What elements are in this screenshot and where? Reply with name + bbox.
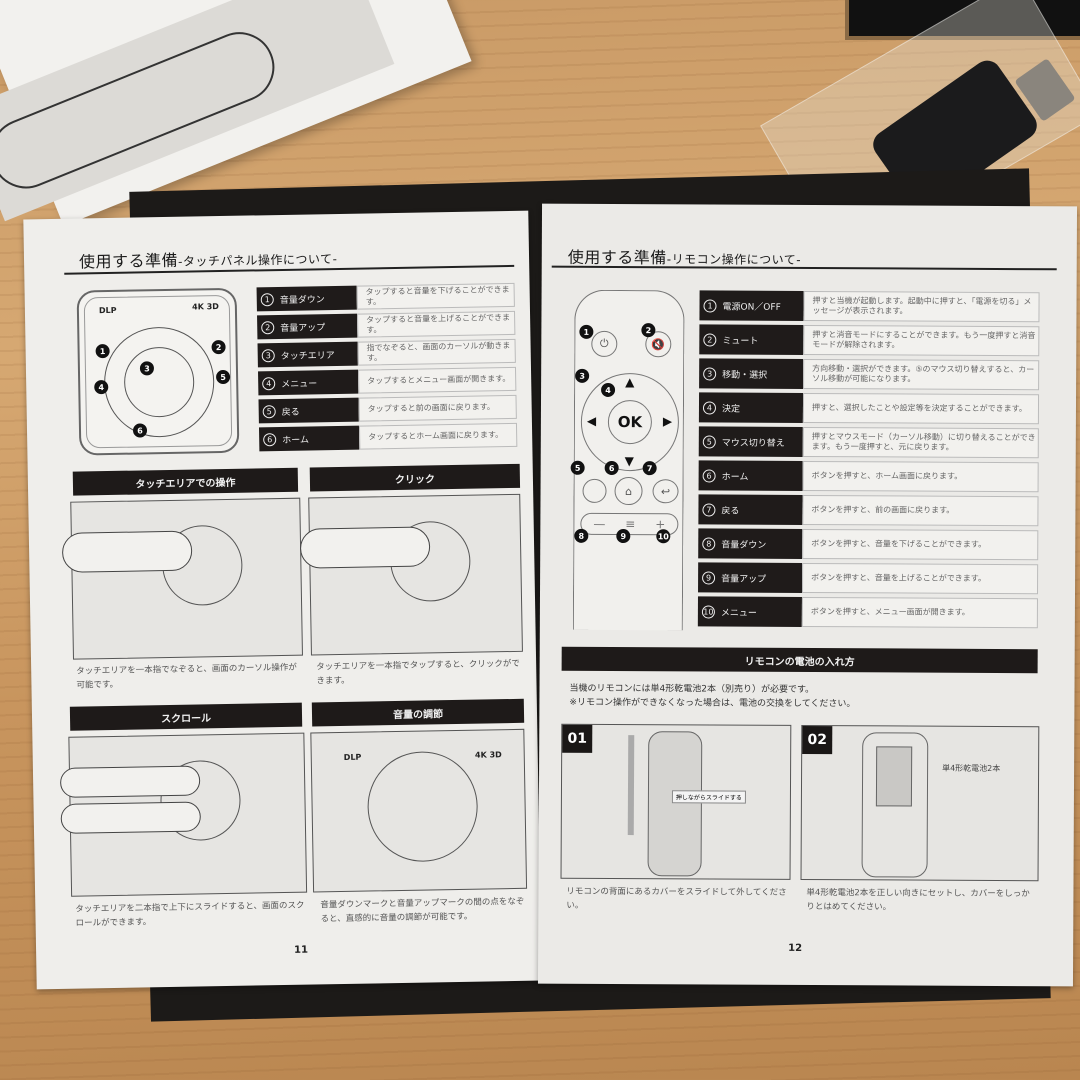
dlp-logo: DLP <box>98 305 117 316</box>
section-battery: リモコンの電池の入れ方 <box>561 646 1038 674</box>
remote-diagram: ⏻ 🔇 OK ▲ ▼ ◀ ▶ ⌂ ↩ — ≡ + 1 2 3 4 5 6 7 8… <box>570 289 685 631</box>
caption-click: タッチエリアを一本指でタップすると、クリックができます。 <box>316 658 520 687</box>
section-scroll: スクロール <box>69 702 303 731</box>
page-number: 11 <box>294 944 309 956</box>
caption-volume: 音量ダウンマークと音量アップマークの間の点をなぞると、直感的に音量の調節が可能で… <box>320 896 525 924</box>
section-volume: 音量の調節 <box>311 698 525 727</box>
slide-arrow <box>627 735 635 836</box>
projector-top-diagram: DLP 4K 3D 1 2 3 4 5 6 <box>76 287 240 456</box>
caption-scroll: タッチエリアを二本指で上下にスライドすると、画面のスクロールができます。 <box>75 900 305 929</box>
back-button-drawing: ↩ <box>652 479 679 504</box>
illustration-click <box>299 493 523 656</box>
battery-step-02: 02 単4形乾電池2本 <box>800 724 1040 882</box>
arrow-left-icon: ◀ <box>586 413 597 428</box>
home-button-drawing: ⌂ <box>614 476 643 506</box>
step-number: 01 <box>562 724 593 753</box>
4k-3d-badge: 4K 3D <box>192 302 219 312</box>
arrow-down-icon: ▼ <box>624 454 634 469</box>
remote-back-drawing <box>647 731 703 877</box>
heading-sub: -リモコン操作について- <box>666 252 802 267</box>
mouse-button-drawing <box>582 478 607 503</box>
illustration-volume: DLP 4K 3D <box>310 728 528 893</box>
heading-sub: -タッチパネル操作について- <box>177 251 338 269</box>
heading-rule <box>551 265 1057 271</box>
illustration-touch-drag <box>61 497 303 660</box>
finger-drawing <box>61 530 193 573</box>
section-touch-area: タッチエリアでの操作 <box>72 467 299 496</box>
manual-page-12: 使用する準備-リモコン操作について- ⏻ 🔇 OK ▲ ▼ ◀ ▶ ⌂ ↩ — … <box>537 203 1078 987</box>
battery-step-01: 01 押しながらスライドする <box>560 723 792 880</box>
caption-touch-area: タッチエリアを一本指でなぞると、画面のカーソル操作が可能です。 <box>76 662 297 691</box>
step-number: 02 <box>802 725 833 755</box>
ok-button-drawing: OK <box>607 399 653 445</box>
battery-intro: 当機のリモコンには単4形乾電池2本（別売り）が必要です。 ※リモコン操作ができな… <box>569 683 856 710</box>
slide-callout: 押しながらスライドする <box>671 790 746 804</box>
battery-callout: 単4形乾電池2本 <box>942 763 1001 774</box>
arrow-up-icon: ▲ <box>625 375 635 390</box>
page-number: 12 <box>788 942 803 954</box>
section-click: クリック <box>309 463 521 492</box>
arrow-right-icon: ▶ <box>662 414 673 429</box>
illustration-scroll <box>59 732 308 897</box>
manual-page-11: 使用する準備-タッチパネル操作について- DLP 4K 3D 1 2 3 4 5… <box>23 210 542 990</box>
finger-drawing <box>299 526 431 569</box>
power-button-drawing: ⏻ <box>591 330 618 358</box>
caption-step-01: リモコンの背面にあるカバーをスライドして外してください。 <box>566 886 787 911</box>
heading-main: 使用する準備 <box>78 250 179 272</box>
heading-main: 使用する準備 <box>567 247 667 268</box>
battery-drawing <box>875 746 913 807</box>
caption-step-02: 単4形乾電池2本を正しい向きにセットし、カバーをしっかりとはめてください。 <box>806 887 1030 913</box>
black-case <box>845 0 1080 40</box>
